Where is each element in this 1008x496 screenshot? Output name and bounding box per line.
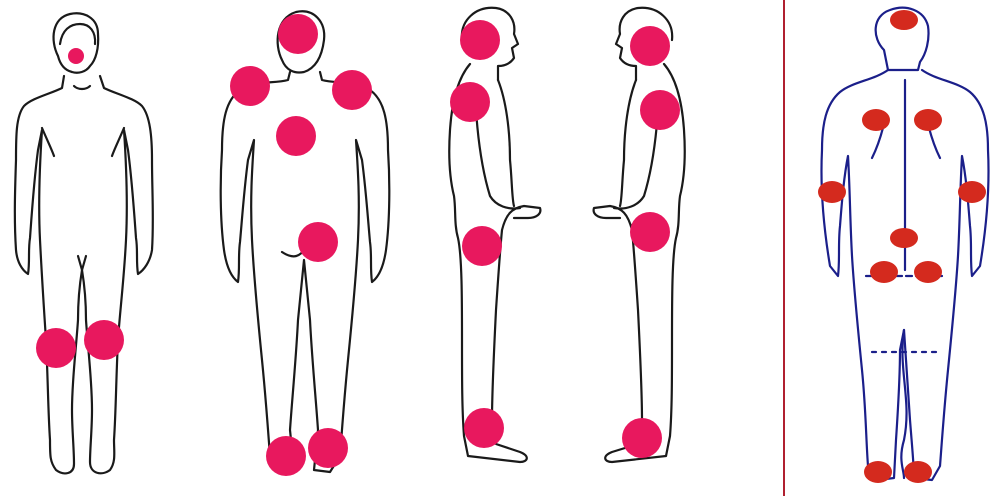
back-left-heel-marker [266,436,306,476]
front-mouth-marker [68,48,84,64]
front-hair-line [60,24,95,44]
front-groin-line [78,256,86,270]
side-left-shoulder-marker [450,82,490,122]
side-left-body-outline [449,64,540,462]
front-left-knee-marker [36,328,76,368]
side-right-head-marker [630,26,670,66]
navy-sacrum-marker [890,228,918,248]
navy-left-hip-marker [870,261,898,283]
front-chest-line-right [112,128,124,156]
back-neck-marker [278,14,318,54]
front-right-knee-marker [84,320,124,360]
front-body-outline [15,76,153,473]
side-right-shoulder-marker [640,90,680,130]
navy-left-elbow-marker [818,181,846,203]
back-view-navy-markers [818,10,986,483]
side-left-buttock-marker [462,226,502,266]
back-left-shoulder-marker [230,66,270,106]
navy-right-heel-marker [904,461,932,483]
side-left-head-marker [460,20,500,60]
navy-right-hip-marker [914,261,942,283]
side-right-buttock-marker [630,212,670,252]
navy-right-elbow-marker [958,181,986,203]
front-view-figure [15,13,153,473]
navy-left-heel-marker [864,461,892,483]
back-mid-back-marker [276,116,316,156]
side-left-heel-marker [464,408,504,448]
navy-right-shoulder-marker [914,109,942,131]
front-chest-line-left [42,128,54,156]
front-view-markers [36,48,124,368]
navy-left-shoulder-marker [862,109,890,131]
back-buttock-marker [298,222,338,262]
back-right-shoulder-marker [332,70,372,110]
back-right-heel-marker [308,428,348,468]
side-right-heel-marker [622,418,662,458]
navy-head-marker [890,10,918,30]
front-neck-notch [74,86,90,89]
